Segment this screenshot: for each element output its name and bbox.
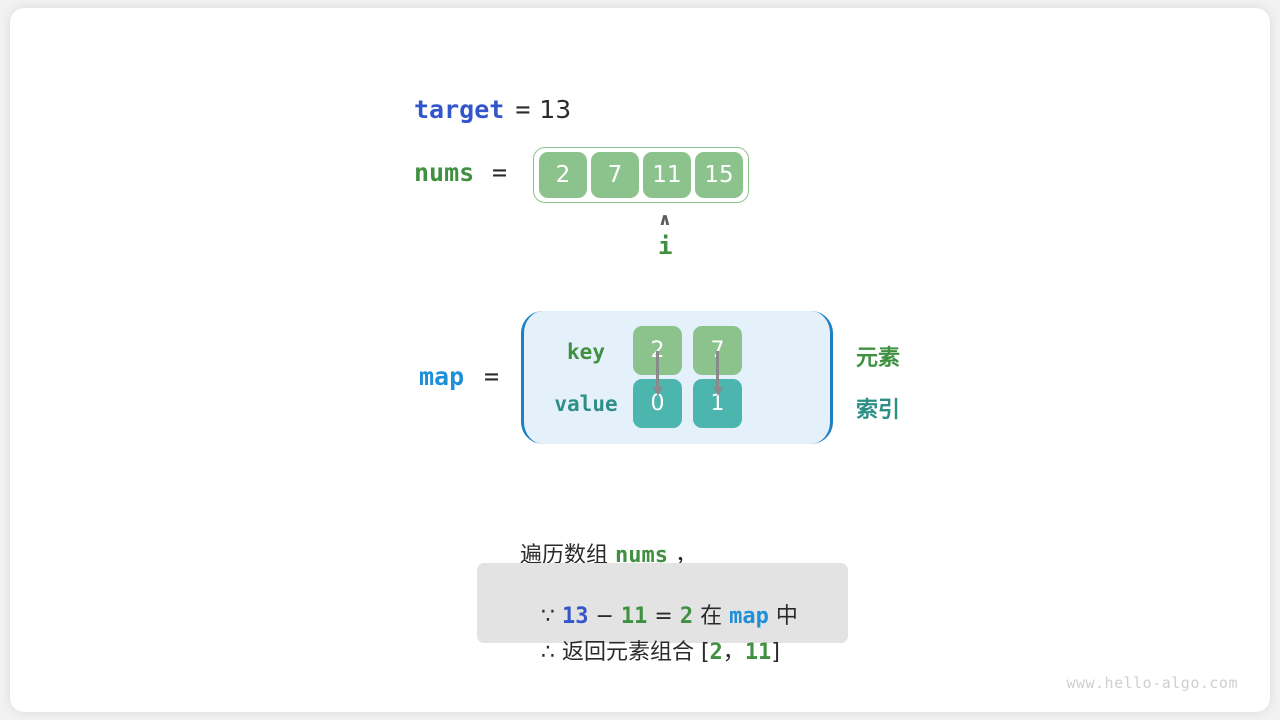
nums-variable-name: nums xyxy=(414,158,475,187)
hash-map-row-labels: key value xyxy=(551,311,621,444)
array-cell: 2 xyxy=(539,152,587,198)
array-cell: 11 xyxy=(643,152,691,198)
conclusion-line-because: ∵ 13 − 11 = 2 在 map 中 xyxy=(499,573,798,655)
hash-map-entries: 2 0 7 1 xyxy=(633,326,742,428)
key-to-value-arrow-icon xyxy=(712,351,723,396)
conclusion-operand-b: 11 xyxy=(620,604,648,629)
index-pointer-label: i xyxy=(658,232,673,260)
conclusion-tail-text: 中 xyxy=(775,604,798,629)
traverse-caption-suffix: ， xyxy=(667,543,697,568)
target-equals-sign: = xyxy=(515,94,531,124)
conclusion-map-name: map xyxy=(729,604,769,629)
legend-index-label: 索引 xyxy=(856,398,901,423)
hash-map-entry: 7 1 xyxy=(693,326,742,428)
conclusion-return-text: 返回元素组合 [ xyxy=(561,640,710,665)
map-equals-sign: = xyxy=(484,362,500,391)
conclusion-result: 2 xyxy=(679,604,694,629)
watermark: www.hello-algo.com xyxy=(1066,674,1238,692)
key-row-label: key xyxy=(567,340,605,364)
value-row-label: value xyxy=(554,392,618,416)
conclusion-line-therefore: ∴ 返回元素组合 [2，11] xyxy=(499,609,780,691)
target-value: 13 xyxy=(539,94,572,124)
conclusion-minus-sign: − xyxy=(595,604,614,629)
conclusion-box: ∵ 13 − 11 = 2 在 map 中 ∴ 返回元素组合 [2，11] xyxy=(477,563,848,665)
because-symbol: ∵ xyxy=(540,604,555,629)
index-pointer-caret-icon: ∧ xyxy=(658,210,672,230)
conclusion-pair-b: 11 xyxy=(744,640,772,665)
legend-element-label: 元素 xyxy=(856,346,901,371)
nums-equals-sign: = xyxy=(492,158,508,187)
conclusion-close-bracket: ] xyxy=(771,640,780,665)
conclusion-pair-a: 2 xyxy=(709,640,723,665)
map-variable-name: map xyxy=(419,362,465,391)
conclusion-equals-sign: = xyxy=(654,604,673,629)
array-cell: 7 xyxy=(591,152,639,198)
conclusion-in-text: 在 xyxy=(700,604,723,629)
nums-array: 2 7 11 15 xyxy=(533,147,749,203)
target-declaration: target = 13 xyxy=(414,92,571,126)
therefore-symbol: ∴ xyxy=(540,640,555,665)
key-to-value-arrow-icon xyxy=(652,351,663,396)
target-variable-name: target xyxy=(414,94,505,124)
conclusion-operand-a: 13 xyxy=(561,604,589,629)
hash-map-entry: 2 0 xyxy=(633,326,682,428)
array-cell: 15 xyxy=(695,152,743,198)
conclusion-pair-separator: ， xyxy=(722,640,745,665)
